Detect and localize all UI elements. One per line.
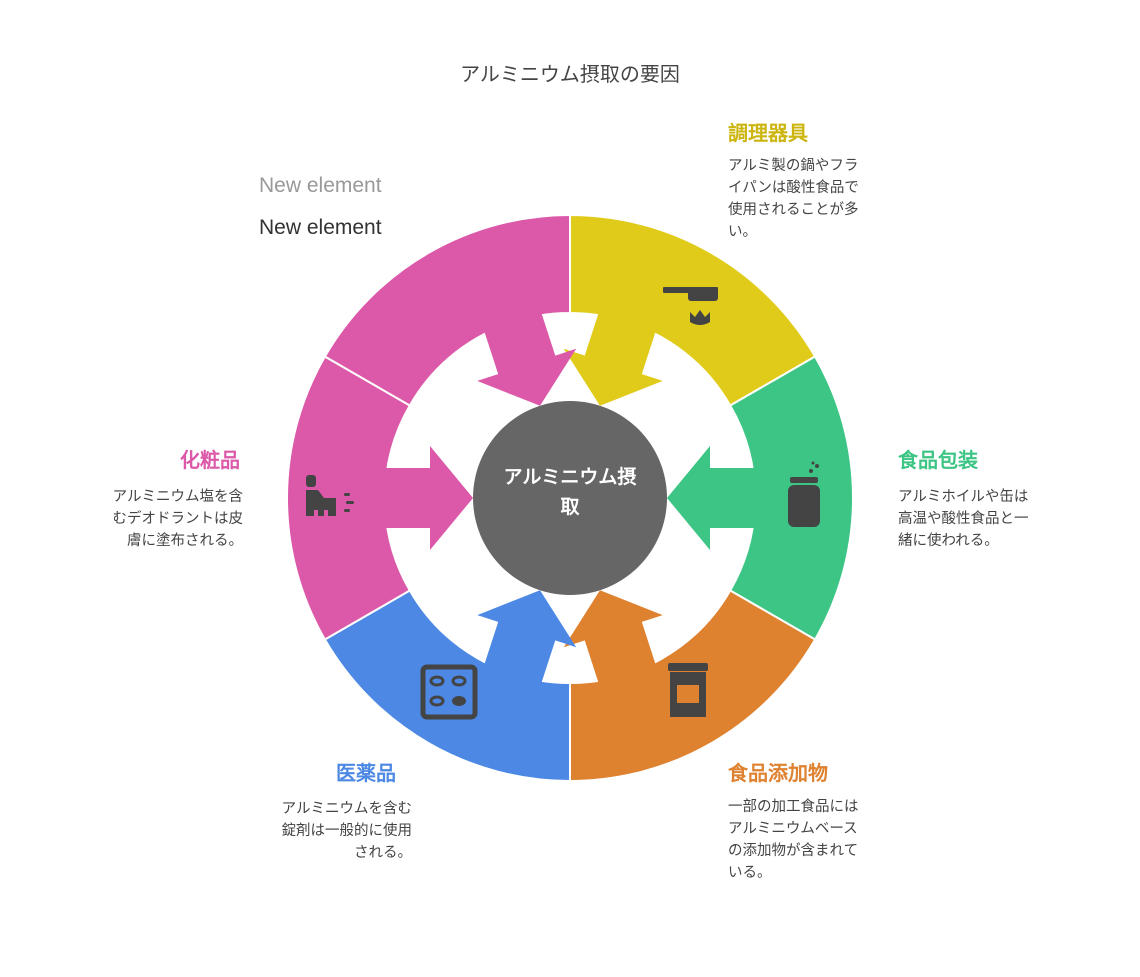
pan-on-flame-icon [663,287,718,325]
additives-description: 一部の加工食品にはアルミニウムベースの添加物が含まれている。 [728,799,859,881]
medicine-description: アルミニウムを含む錠剤は一般的に使用される。 [281,801,413,861]
segment-cosmetics-upper [323,213,571,407]
cookware-title: 調理器具 [728,121,808,145]
additives-title: 食品添加物 [728,761,828,785]
arrow-segment-cookware [563,307,663,406]
new-element-placeholder[interactable]: New element [259,174,382,197]
medicine-title: 医薬品 [336,761,396,785]
jar-icon [788,461,820,527]
arrow-segment-cosmetics [379,446,473,550]
arrow-segment-medicine [477,590,577,689]
packaging-description: アルミホイルや缶は高温や酸性食品と一緒に使われる。 [898,489,1029,549]
arrow-segment-additives [563,590,663,689]
spray-icon [306,475,354,516]
cookware-description: アルミ製の鍋やフライパンは酸性食品で使用されることが多い。 [728,158,859,240]
pill-pack-icon [420,664,478,720]
center-label: アルミニウム摂 取 [473,462,667,522]
cosmetics-title: 化粧品 [180,448,240,472]
cosmetics-description: アルミニウム塩を含むデオドラントは皮膚に塗布される。 [112,489,244,549]
arrow-segment-cosmetics-upper [477,307,577,406]
arrow-segment-packaging [667,446,761,550]
center-label-line: 取 [560,496,580,518]
shop-jar-icon [668,663,708,717]
center-label-line: アルミニウム摂 [503,466,637,488]
center-circle [473,401,667,595]
packaging-title: 食品包装 [898,448,978,472]
diagram-title: アルミニウム摂取の要因 [460,62,680,86]
new-element-text[interactable]: New element [259,216,382,239]
